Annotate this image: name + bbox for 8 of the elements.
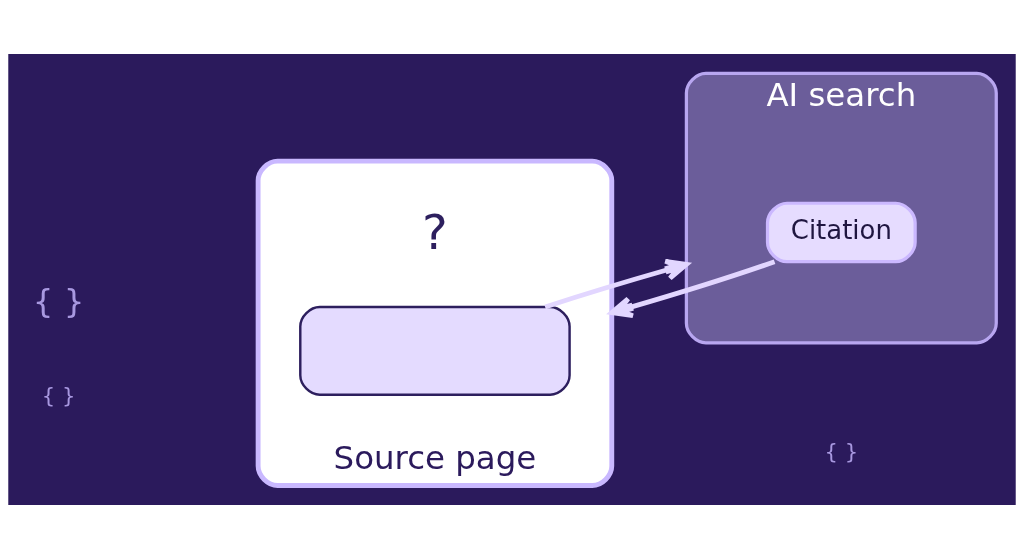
label: ? [422, 203, 448, 260]
node-box: Citation [765, 201, 917, 263]
label: { } [824, 438, 859, 464]
label: { } [41, 382, 76, 408]
arrow [609, 258, 776, 318]
arrow [544, 258, 689, 309]
label: { } [32, 281, 85, 320]
node-box [299, 305, 571, 396]
